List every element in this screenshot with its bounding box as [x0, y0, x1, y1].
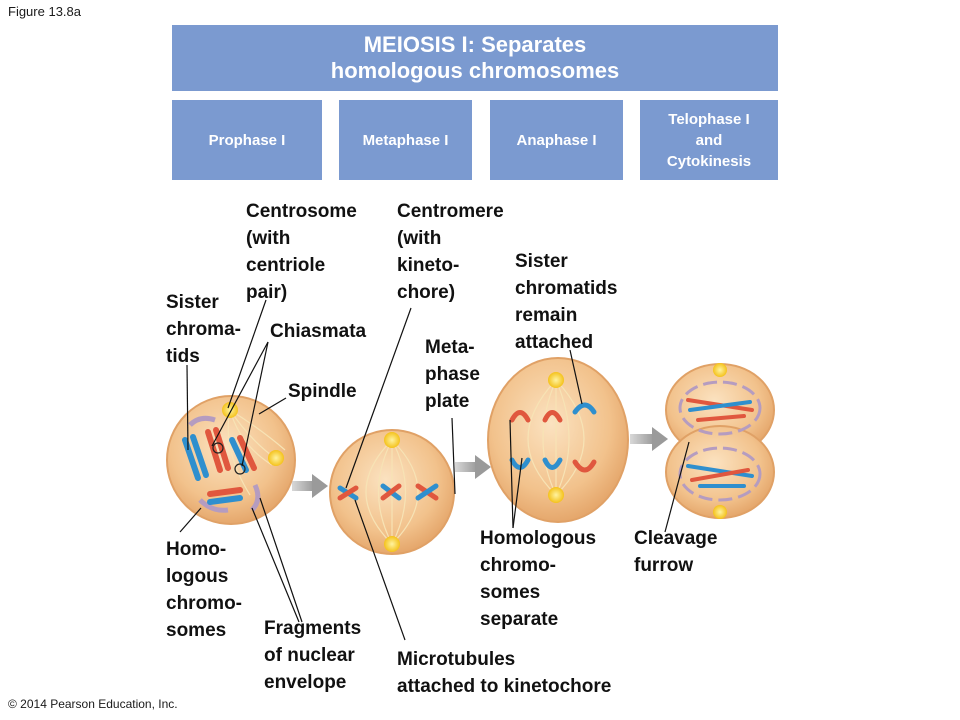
transition-arrow-2: [455, 455, 491, 479]
chiasmata-label: Chiasmata: [270, 321, 367, 342]
sister-chromatids-attached-label: Sister chromatids remain attached: [515, 251, 618, 353]
spindle-label: Spindle: [288, 381, 357, 402]
transition-arrow-1: [292, 474, 328, 498]
phase-label: Telophase I and Cytokinesis: [666, 110, 752, 170]
metaphase-cell: [329, 429, 455, 555]
copyright: © 2014 Pearson Education, Inc.: [8, 697, 178, 711]
centrosome-label: Centrosome (with centriole pair): [246, 201, 357, 303]
nuclear-envelope-fragments-label: Fragments of nuclear envelope: [264, 618, 362, 693]
phase-label: Anaphase I: [516, 131, 597, 149]
phase-prophase: Prophase I: [172, 100, 322, 180]
banner-line-1: MEIOSIS I: Separates: [363, 32, 587, 57]
prophase-cell: [166, 395, 296, 525]
cleavage-furrow-label: Cleavage furrow: [634, 528, 718, 576]
leader-lines: [179, 299, 690, 641]
centrosome-icon: [384, 432, 400, 448]
centrosome-icon: [548, 487, 564, 503]
phase-label: Metaphase I: [362, 131, 449, 149]
microtubules-label: Microtubules attached to kinetochore: [397, 649, 612, 697]
centrosome-icon: [222, 402, 284, 466]
phase-anaphase: Anaphase I: [490, 100, 623, 180]
homologous-separate-label: Homologous chromo- somes separate: [480, 528, 597, 630]
centrosome-icon: [713, 505, 727, 519]
phase-telophase: Telophase I and Cytokinesis: [640, 100, 778, 180]
chromosome-icon: [337, 483, 439, 501]
anaphase-cell: [487, 357, 629, 523]
sister-chromatids-label: Sister chroma- tids: [166, 292, 241, 367]
transition-arrow-3: [630, 427, 668, 451]
metaphase-plate-label: Meta- phase plate: [425, 337, 480, 412]
centromere-label: Centromere (with kineto- chore): [397, 201, 504, 303]
chromosome-icon: [509, 402, 597, 473]
centrosome-icon: [713, 363, 727, 377]
figure-label: Figure 13.8a: [8, 4, 81, 19]
chromosome-icon: [686, 398, 754, 488]
title-banner: MEIOSIS I: Separates homologous chromoso…: [172, 25, 778, 91]
centrosome-icon: [384, 536, 400, 552]
phase-label: Prophase I: [208, 131, 286, 149]
phase-metaphase: Metaphase I: [339, 100, 472, 180]
telophase-cell: [665, 363, 775, 519]
centrosome-icon: [548, 372, 564, 388]
banner-line-2: homologous chromosomes: [330, 58, 620, 83]
homologous-chromosomes-label: Homo- logous chromo- somes: [166, 539, 242, 641]
